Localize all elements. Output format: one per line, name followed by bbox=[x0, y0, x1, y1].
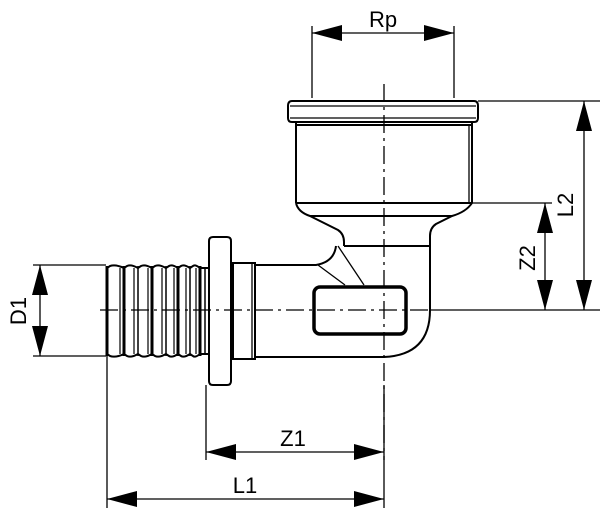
label-z1: Z1 bbox=[280, 426, 306, 451]
dimension-d1: D1 bbox=[6, 264, 106, 357]
label-rp: Rp bbox=[369, 7, 397, 32]
dimension-l2: L2 bbox=[430, 100, 600, 311]
dimension-z1: Z1 bbox=[205, 385, 385, 508]
spigot-top-edge bbox=[106, 264, 209, 270]
dimension-rp: Rp bbox=[311, 7, 455, 98]
label-d1: D1 bbox=[6, 297, 31, 325]
dimension-l1: L1 bbox=[106, 356, 384, 508]
dimension-z2: Z2 bbox=[472, 202, 553, 310]
socket-body bbox=[287, 100, 479, 247]
spigot-bottom-edge bbox=[106, 352, 209, 358]
ribbed-spigot bbox=[105, 264, 209, 358]
label-z2: Z2 bbox=[515, 245, 540, 271]
elbow-body bbox=[256, 245, 431, 358]
label-l1: L1 bbox=[233, 473, 257, 498]
label-l2: L2 bbox=[553, 193, 578, 217]
inner-window bbox=[312, 285, 408, 336]
collar-ring bbox=[208, 236, 256, 386]
